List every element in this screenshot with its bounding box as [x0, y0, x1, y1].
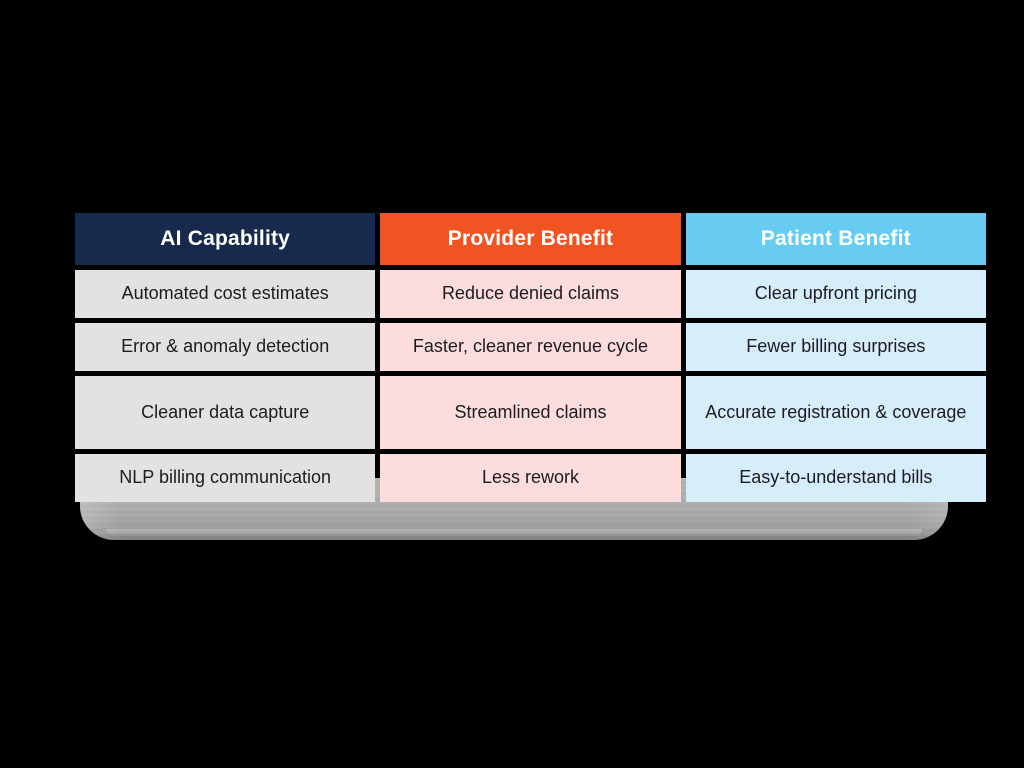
- table-row: Cleaner data capture Streamlined claims …: [75, 376, 986, 449]
- cell-capability: Cleaner data capture: [75, 376, 376, 449]
- cell-patient-benefit: Accurate registration & coverage: [685, 376, 986, 449]
- table-row: Error & anomaly detection Faster, cleane…: [75, 323, 986, 371]
- cell-provider-benefit: Streamlined claims: [380, 376, 681, 449]
- cell-patient-benefit: Fewer billing surprises: [685, 323, 986, 371]
- column-header-ai-capability: AI Capability: [75, 213, 376, 265]
- cell-capability: NLP billing communication: [75, 454, 376, 502]
- column-header-provider-benefit: Provider Benefit: [380, 213, 681, 265]
- table-header-row: AI Capability Provider Benefit Patient B…: [75, 213, 986, 265]
- slab-bottom-lip: [106, 529, 922, 536]
- table-row: NLP billing communication Less rework Ea…: [75, 454, 986, 502]
- cell-capability: Error & anomaly detection: [75, 323, 376, 371]
- cell-provider-benefit: Faster, cleaner revenue cycle: [380, 323, 681, 371]
- table-row: Automated cost estimates Reduce denied c…: [75, 270, 986, 318]
- cell-provider-benefit: Reduce denied claims: [380, 270, 681, 318]
- benefits-table: AI Capability Provider Benefit Patient B…: [75, 213, 986, 502]
- cell-capability: Automated cost estimates: [75, 270, 376, 318]
- cell-patient-benefit: Easy-to-understand bills: [685, 454, 986, 502]
- column-header-patient-benefit: Patient Benefit: [685, 213, 986, 265]
- cell-provider-benefit: Less rework: [380, 454, 681, 502]
- cell-patient-benefit: Clear upfront pricing: [685, 270, 986, 318]
